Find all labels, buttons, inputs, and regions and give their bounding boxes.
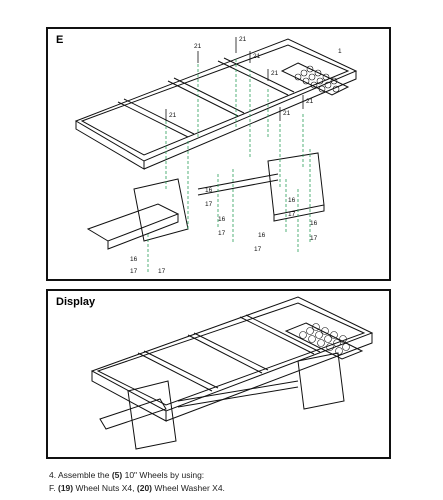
label-16-c: 16 <box>288 197 296 204</box>
label-17-c: 17 <box>288 211 296 218</box>
label-16-b: 16 <box>218 216 226 223</box>
assembly-instructions: 4. Assemble the (5) 10" Wheels by using:… <box>49 469 225 495</box>
label-17-g: 17 <box>158 268 166 275</box>
assembled-frame <box>90 296 374 412</box>
label-16-a: 16 <box>205 187 213 194</box>
assembled-hitch <box>127 380 177 450</box>
panel-label-e: E <box>56 34 64 46</box>
exploded-assembly-drawing: 21 21 21 21 21 21 21 1 16 17 16 17 16 17… <box>74 36 358 275</box>
side-bracket <box>267 152 325 216</box>
display-view-panel: Display <box>46 289 391 459</box>
mesh-plate <box>280 62 350 96</box>
label-21-b: 21 <box>239 36 247 43</box>
assembled-drawing <box>90 296 374 450</box>
label-16-e: 16 <box>310 220 318 227</box>
label-17-b: 17 <box>218 230 226 237</box>
label-16-d: 16 <box>258 232 266 239</box>
label-1: 1 <box>338 48 342 55</box>
nuts-text: Wheel Nuts X4, <box>73 483 137 493</box>
instruction-step-f: F. (19) Wheel Nuts X4, (20) Wheel Washer… <box>49 482 225 495</box>
label-21-f: 21 <box>283 110 291 117</box>
step-prefix: 4. Assemble the <box>49 470 112 480</box>
step-suffix: 10" Wheels by using: <box>122 470 205 480</box>
exploded-view-panel: E <box>46 27 391 281</box>
step-quantity: (5) <box>111 470 123 480</box>
line2-prefix: F. <box>49 483 58 493</box>
label-17-a: 17 <box>205 201 213 208</box>
label-21-a: 21 <box>194 43 202 50</box>
instruction-step-4: 4. Assemble the (5) 10" Wheels by using: <box>49 469 225 482</box>
label-21-d: 21 <box>271 70 279 77</box>
frame-outline <box>74 38 358 162</box>
label-17-f: 17 <box>130 268 138 275</box>
label-21-c: 21 <box>253 53 261 60</box>
part-callouts: 21 21 21 21 21 21 21 1 16 17 16 17 16 17… <box>130 36 342 275</box>
panel-label-display: Display <box>56 296 96 308</box>
label-16-f: 16 <box>130 256 138 263</box>
label-21-e: 21 <box>169 112 177 119</box>
nuts-reference: (19) <box>57 483 74 493</box>
washer-reference: (20) <box>136 483 153 493</box>
label-21-g: 21 <box>306 98 314 105</box>
washer-text: Wheel Washer X4. <box>152 483 225 493</box>
label-17-e: 17 <box>310 235 318 242</box>
label-17-d: 17 <box>254 246 262 253</box>
